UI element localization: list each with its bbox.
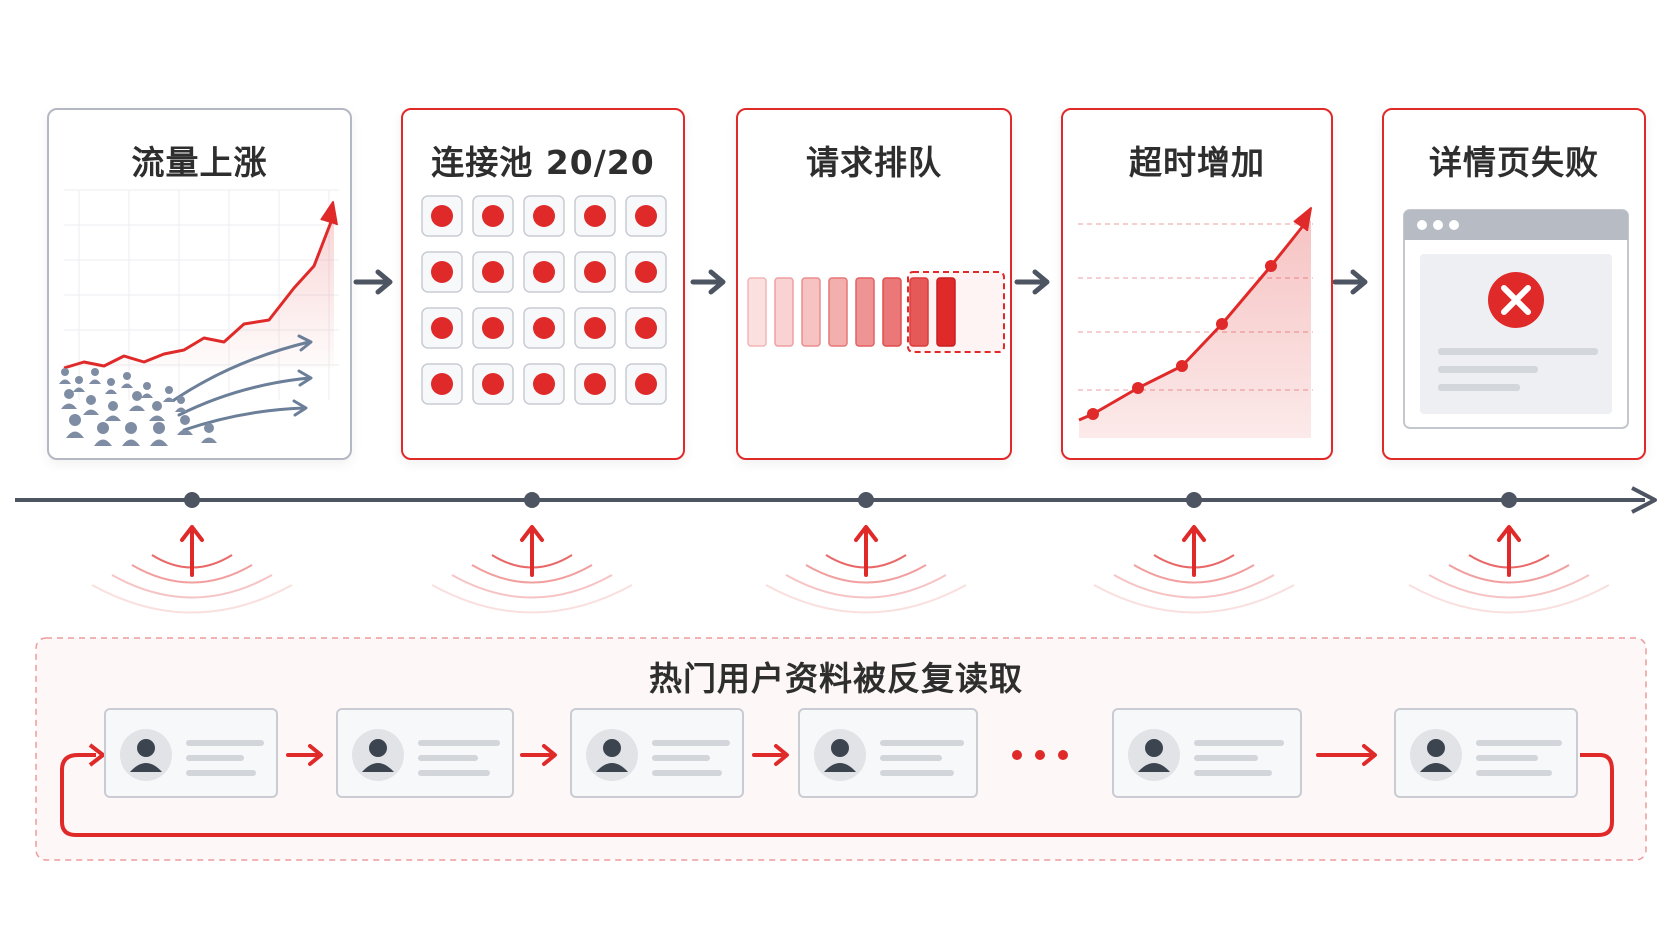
connection-slot-icon (625, 363, 667, 405)
timeline-node (858, 492, 874, 508)
up-arrows (180, 525, 1521, 577)
timeout-chart (1078, 207, 1313, 438)
stage-title: 连接池 20/20 (431, 143, 655, 182)
connection-slot-icon (574, 307, 616, 349)
stage-traffic-surge: 流量上涨 (47, 108, 352, 460)
user-profile-card (336, 708, 514, 798)
connection-slot-icon (472, 195, 514, 237)
signal-waves (91, 554, 1610, 614)
browser-window-icon (1403, 209, 1629, 429)
hot-read-title: 热门用户资料被反复读取 (649, 659, 1023, 698)
users-icon (172, 334, 313, 432)
user-profile-card (1112, 708, 1302, 798)
stage-title: 超时增加 (1129, 143, 1265, 182)
queue-bars (747, 271, 1005, 353)
connection-slot-icon (523, 307, 565, 349)
stage-request-queue: 请求排队 (736, 108, 1012, 460)
connection-slot-icon (523, 195, 565, 237)
user-avatar-icon (1410, 729, 1562, 781)
queue-bar-icon (747, 277, 956, 347)
user-avatar-icon (352, 729, 500, 781)
stage-title: 详情页失败 (1429, 143, 1599, 182)
stage-connection-pool: 连接池 20/20 (401, 108, 685, 460)
timeline-node (184, 492, 200, 508)
user-avatar-icon (586, 729, 730, 781)
timeline-node (524, 492, 540, 508)
ellipsis (1012, 750, 1068, 760)
user-avatar-icon (814, 729, 964, 781)
connection-slot-icon (472, 363, 514, 405)
connection-slot-icon (421, 363, 463, 405)
read-loop-line (60, 753, 1614, 837)
connection-slot-icon (574, 195, 616, 237)
stage-arrows (353, 269, 1368, 295)
connection-slot-icon (523, 363, 565, 405)
stage-detail-page-failure: 详情页失败 (1382, 108, 1646, 460)
user-profile-card (104, 708, 278, 798)
traffic-line (63, 221, 333, 370)
user-profile-card (570, 708, 744, 798)
timeline (15, 486, 1657, 514)
traffic-chart (59, 189, 339, 446)
connection-slot-icon (472, 307, 514, 349)
error-x-icon (1488, 272, 1544, 328)
stage-title: 流量上涨 (131, 143, 268, 182)
connection-slot-icon (421, 251, 463, 293)
connection-slot-icon (625, 307, 667, 349)
connection-slot-icon (625, 195, 667, 237)
connection-slot-grid (421, 195, 667, 405)
stage-timeout-increase: 超时增加 (1061, 108, 1333, 460)
card-arrows (286, 744, 1377, 766)
connection-slot-icon (421, 307, 463, 349)
timeline-node (1186, 492, 1202, 508)
connection-slot-icon (523, 251, 565, 293)
timeline-node (1501, 492, 1517, 508)
connection-slot-icon (625, 251, 667, 293)
stage-title: 请求排队 (806, 143, 942, 182)
user-avatar-icon (120, 729, 264, 781)
connection-slot-icon (472, 251, 514, 293)
connection-slot-icon (574, 363, 616, 405)
connection-slot-icon (574, 251, 616, 293)
user-avatar-icon (1128, 729, 1284, 781)
user-profile-card (798, 708, 978, 798)
connection-slot-icon (421, 195, 463, 237)
user-profile-card (1394, 708, 1578, 798)
